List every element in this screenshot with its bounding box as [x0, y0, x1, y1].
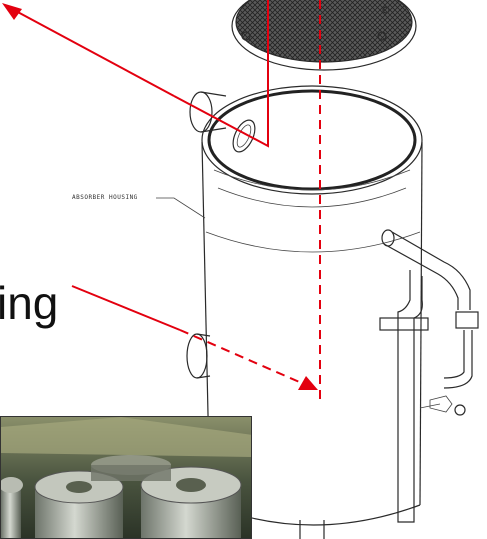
absorber-housing-label: ABSORBER HOUSING	[72, 194, 138, 201]
upper-left-arrowhead	[2, 3, 22, 20]
annotation-arrows	[2, 0, 321, 402]
right-piping	[379, 229, 479, 523]
lower-arrow-solid	[71, 285, 181, 331]
lower-arrow-dashed	[179, 329, 305, 385]
absorber-modules-photo	[0, 416, 252, 539]
slide-text-fragment: ing	[0, 277, 59, 329]
top-left-nozzle	[189, 91, 256, 153]
lower-left-nozzle	[186, 333, 211, 379]
lower-arrowhead	[298, 376, 318, 390]
bottom-outlet	[299, 520, 325, 539]
upper-left-arrow-shaft	[13, 9, 175, 97]
lid-path-line	[173, 0, 269, 148]
photo-rendering	[1, 417, 251, 538]
lid-grating	[231, 0, 417, 71]
housing-label-leader	[156, 197, 206, 219]
